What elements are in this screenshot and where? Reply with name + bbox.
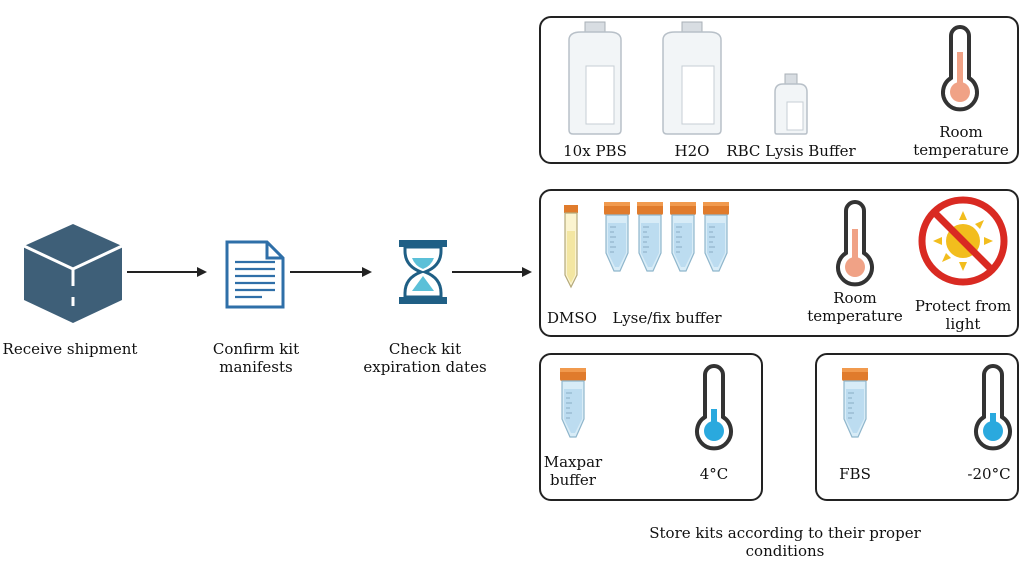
- step-label-confirm-manifests: Confirm kit manifests: [196, 340, 316, 376]
- bottle-illustrations: [568, 21, 979, 135]
- item-line: buffer: [550, 471, 596, 489]
- conical-tube-icon: [636, 201, 664, 272]
- condition-line: Room: [833, 289, 877, 307]
- item-label-fbs: FBS: [839, 465, 871, 483]
- condition-line: light: [945, 315, 981, 333]
- condition-line: temperature: [807, 307, 903, 325]
- condition-line: Protect from: [914, 297, 1012, 315]
- item-label-h2o: H2O: [674, 142, 710, 160]
- condition-line: Room: [939, 123, 983, 141]
- condition-line: temperature: [913, 141, 1009, 159]
- small-bottle-icon: [774, 73, 808, 135]
- storage-group-room-temp-light: DMSO Lyse/fix buffer Room temperature Pr…: [539, 189, 1019, 337]
- item-label-lyse-fix-buffer: Lyse/fix buffer: [612, 309, 722, 327]
- bottle-icon: [662, 21, 722, 135]
- storage-group-fridge: Maxpar buffer 4°C: [539, 353, 763, 501]
- item-label-dmso: DMSO: [547, 309, 597, 327]
- step-label-line: manifests: [219, 358, 293, 376]
- thermometer-warm-icon: [836, 200, 874, 287]
- hourglass-icon: [399, 240, 447, 304]
- conical-tube-icon: [669, 201, 697, 272]
- condition-label-protect-from-light: Protect from light: [907, 297, 1019, 333]
- thermometer-warm-icon: [941, 25, 979, 112]
- thermometer-cold-icon: [974, 364, 1012, 451]
- step-label-line: Confirm kit: [212, 340, 300, 358]
- dmso-tube-icon: [564, 205, 578, 289]
- caption-line: conditions: [745, 542, 825, 560]
- step-label-receive-shipment: Receive shipment: [2, 340, 138, 358]
- bottle-icon: [568, 21, 622, 135]
- conical-tube-icon: [559, 367, 587, 438]
- condition-label-room-temperature: Room temperature: [901, 123, 1021, 159]
- item-label-rbc-lysis-buffer: RBC Lysis Buffer: [726, 142, 856, 160]
- condition-label-room-temperature: Room temperature: [795, 289, 915, 325]
- condition-label-minus-20c: -20°C: [967, 465, 1011, 483]
- caption-line: Store kits according to their proper: [649, 524, 921, 542]
- conical-tube-icon: [841, 367, 869, 438]
- storage-group-freezer: FBS -20°C: [815, 353, 1019, 501]
- caption: Store kits according to their proper con…: [630, 524, 940, 560]
- tube-illustrations: [564, 196, 1008, 289]
- step-label-line: Check kit: [388, 340, 462, 358]
- conical-tube-icon: [603, 201, 631, 272]
- freezer-illustrations: [841, 364, 1012, 451]
- item-label-10x-pbs: 10x PBS: [563, 142, 627, 160]
- item-line: Maxpar: [543, 453, 603, 471]
- conical-tube-icon: [702, 201, 730, 272]
- step-label-line: expiration dates: [363, 358, 487, 376]
- condition-label-4c: 4°C: [699, 465, 729, 483]
- document-icon: [225, 240, 285, 309]
- storage-group-room-temp-bottles: 10x PBS H2O RBC Lysis Buffer Room temper…: [539, 16, 1019, 164]
- step-label-check-expiration: Check kit expiration dates: [360, 340, 490, 376]
- box-icon: [23, 224, 123, 323]
- fridge-illustrations: [559, 364, 733, 451]
- item-label-maxpar-buffer: Maxpar buffer: [541, 453, 605, 489]
- no-sunlight-icon: [918, 196, 1008, 286]
- thermometer-cold-icon: [695, 364, 733, 451]
